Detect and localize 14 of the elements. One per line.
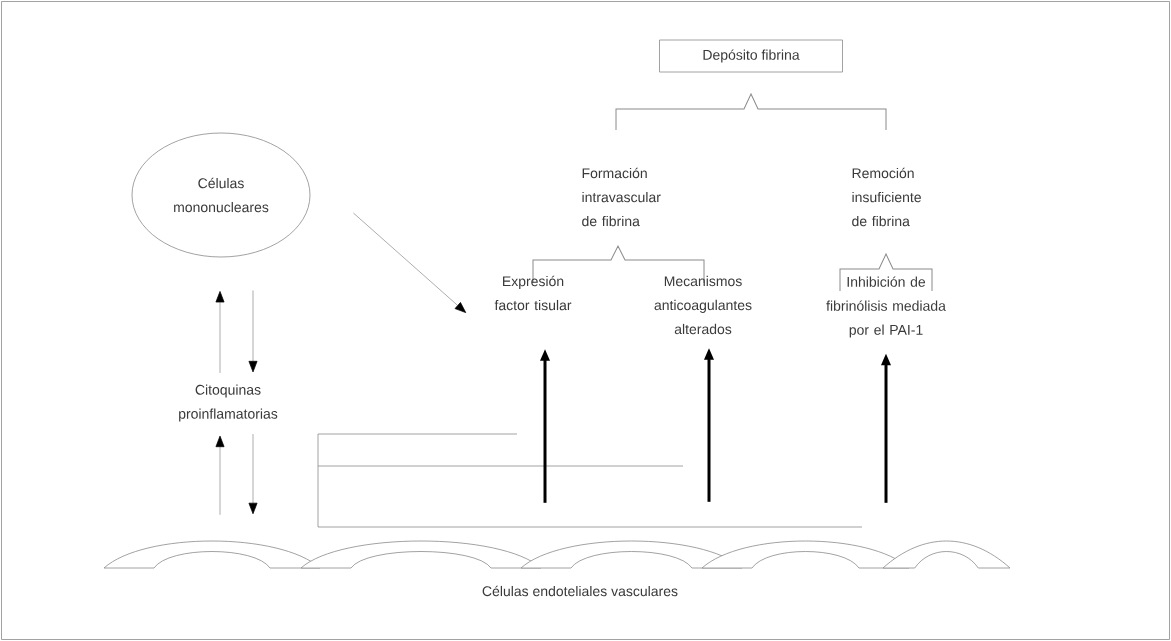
title-box: Depósito fibrina (659, 39, 843, 73)
node-label: Inhibición de fibrinólisis mediada por el PAI-1 (826, 276, 946, 338)
arrow (248, 290, 258, 373)
arrow (215, 291, 225, 374)
arrow (248, 433, 258, 515)
node-label: Formación intravascular de fibrina (582, 167, 661, 227)
node-label: Remoción insuficiente de fibrina (852, 167, 921, 227)
endothelial-cells-drawing: Células endoteliales vasculares (103, 540, 1011, 597)
node-label: Mecanismos anticoagulantes alterados (654, 275, 752, 335)
node-label: Citoquinas proinflamatorias (179, 384, 278, 422)
node-label: Expresión factor tisular (494, 275, 572, 311)
node-label: Células endoteliales vasculares (482, 585, 678, 597)
arrow (215, 435, 225, 516)
arrow (353, 212, 467, 313)
